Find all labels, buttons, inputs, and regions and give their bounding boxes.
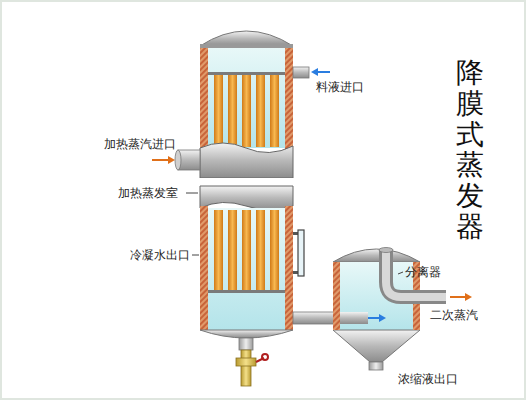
title: 降膜式蒸发器 [456, 58, 484, 243]
part-label: 分离器 [405, 265, 441, 279]
part-label: 浓缩液出口 [398, 372, 458, 386]
part-label: 二次蒸汽 [430, 308, 478, 322]
part-label: 加热蒸发室 [118, 186, 178, 200]
part-label: 加热蒸汽进口 [104, 137, 176, 151]
part-label: 料液进口 [316, 80, 364, 94]
part-label: 冷凝水出口 [130, 248, 190, 262]
